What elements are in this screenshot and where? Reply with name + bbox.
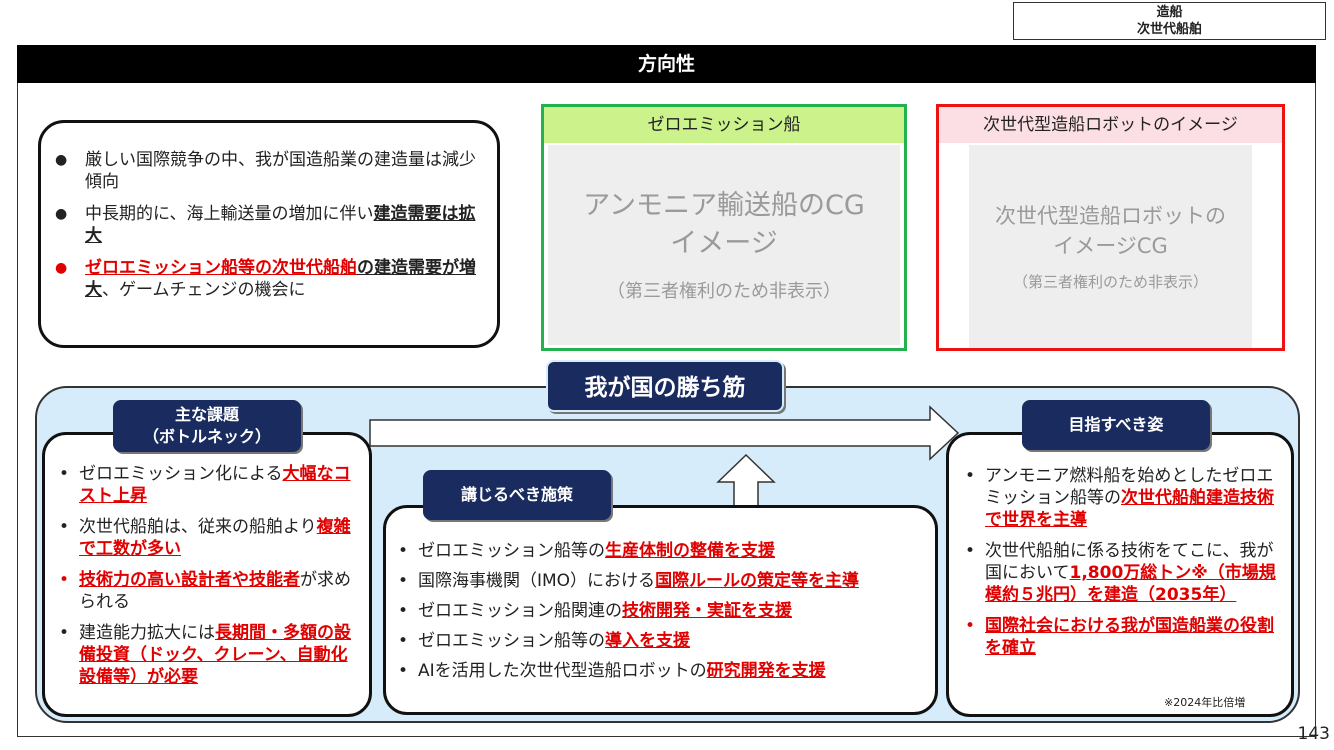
direction-box: 厳しい国際競争の中、我が国造船業の建造量は減少傾向 中長期的に、海上輸送量の増加… (38, 120, 500, 348)
issues-box: ゼロエミッション化による大幅なコスト上昇 次世代船舶は、従来の船舶より複雑で工数… (42, 432, 372, 717)
issues-label: 主な課題 （ボトルネック） (113, 400, 301, 452)
measure-item: ゼロエミッション船等の生産体制の整備を支援 (398, 540, 925, 562)
measures-label: 講じるべき施策 (423, 470, 611, 520)
image-placeholder: アンモニア輸送船のCGイメージ （第三者権利のため非表示） (548, 145, 900, 345)
measure-item: AIを活用した次世代型造船ロボットの研究開発を支援 (398, 660, 925, 682)
issue-item: 建造能力拡大には長期間・多額の設備投資（ドック、クレーン、自動化設備等）が必要 (59, 622, 359, 688)
footnote: ※2024年比倍増 (1164, 696, 1246, 709)
right-arrow-icon (369, 405, 960, 461)
issue-item: 次世代船舶は、従来の船舶より複雑で工数が多い (59, 516, 359, 560)
up-arrow-icon (716, 453, 776, 508)
topic-tag: 造船 次世代船舶 (1013, 2, 1326, 40)
measure-item: 国際海事機関（IMO）における国際ルールの策定等を主導 (398, 570, 925, 592)
zero-emission-ship-caption: ゼロエミッション船 (544, 107, 904, 143)
image-placeholder: 次世代型造船ロボットのイメージCG （第三者権利のため非表示） (969, 145, 1252, 348)
issue-item: ゼロエミッション化による大幅なコスト上昇 (59, 463, 359, 507)
goal-item: 次世代船舶に係る技術をてこに、我が国において1,800万総トン※（市場規模約５兆… (965, 540, 1281, 606)
shipbuilding-robot-caption: 次世代型造船ロボットのイメージ (939, 107, 1282, 143)
goal-item: アンモニア燃料船を始めとしたゼロエミッション船等の次世代船舶建造技術で世界を主導 (965, 465, 1281, 531)
page-title: 方向性 (17, 45, 1316, 83)
zero-emission-ship-box: ゼロエミッション船 アンモニア輸送船のCGイメージ （第三者権利のため非表示） (541, 104, 907, 351)
measure-item: ゼロエミッション船等の導入を支援 (398, 630, 925, 652)
direction-item-3: ゼロエミッション船等の次世代船舶の建造需要が増大、ゲームチェンジの機会に (55, 257, 483, 301)
direction-item-2: 中長期的に、海上輸送量の増加に伴い建造需要は拡大 (55, 203, 483, 247)
topic-tag-line2: 次世代船舶 (1136, 22, 1202, 37)
page-number: 143 (1297, 724, 1330, 744)
measure-item: ゼロエミッション船関連の技術開発・実証を支援 (398, 600, 925, 622)
issue-item: 技術力の高い設計者や技能者が求められる (59, 569, 359, 613)
measures-box: ゼロエミッション船等の生産体制の整備を支援 国際海事機関（IMO）における国際ル… (383, 505, 938, 715)
goal-item: 国際社会における我が国造船業の役割を確立 (965, 615, 1281, 659)
topic-tag-line1: 造船 (1156, 5, 1183, 20)
goal-box: アンモニア燃料船を始めとしたゼロエミッション船等の次世代船舶建造技術で世界を主導… (946, 432, 1294, 717)
shipbuilding-robot-box: 次世代型造船ロボットのイメージ 次世代型造船ロボットのイメージCG （第三者権利… (936, 104, 1285, 351)
goal-label: 目指すべき姿 (1022, 400, 1210, 450)
winning-path-label: 我が国の勝ち筋 (546, 360, 784, 412)
direction-item-1: 厳しい国際競争の中、我が国造船業の建造量は減少傾向 (55, 149, 483, 193)
